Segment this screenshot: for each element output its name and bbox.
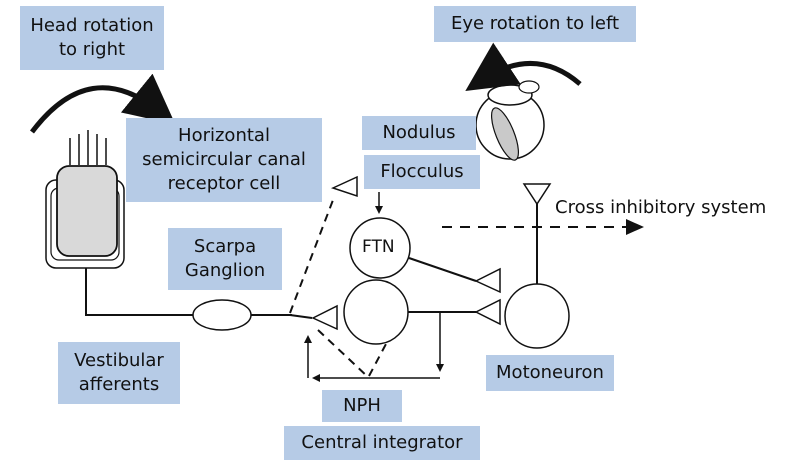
central-integrator-label: Central integrator bbox=[284, 426, 480, 460]
eye-rotation-arrow bbox=[465, 42, 582, 92]
eye-rotation-label: Eye rotation to left bbox=[434, 6, 636, 42]
nph-label: NPH bbox=[322, 390, 402, 422]
canal-receptor-label: Horizontal semicircular canal receptor c… bbox=[126, 118, 322, 202]
scarpa-ganglion-label: Scarpa Ganglion bbox=[168, 228, 282, 290]
nodulus-label: Nodulus bbox=[362, 116, 476, 150]
vn-neuron bbox=[343, 279, 409, 345]
synapse-triangle-ftn bbox=[474, 267, 501, 294]
scarpa-ganglion-body bbox=[192, 299, 252, 331]
head-rotation-label: Head rotation to right bbox=[20, 6, 164, 70]
eye-drawing bbox=[475, 80, 545, 161]
ftn-neuron bbox=[349, 217, 411, 279]
synapse-triangle-eye bbox=[522, 183, 552, 206]
synapse-triangle-flocculus bbox=[330, 175, 358, 198]
head-rotation-arrow bbox=[30, 73, 176, 134]
nph-dashed-path bbox=[317, 329, 369, 378]
ftn-label: FTN bbox=[362, 237, 395, 257]
flocculus-label: Flocculus bbox=[364, 155, 480, 189]
synapse-triangle-vn-motor bbox=[474, 298, 501, 326]
motoneuron-label: Motoneuron bbox=[486, 355, 614, 391]
vestibular-afferents-label: Vestibular afferents bbox=[58, 342, 180, 404]
afferent-line bbox=[85, 268, 193, 316]
synapse-triangle-vn bbox=[311, 304, 338, 331]
cross-inhibitory-label: Cross inhibitory system bbox=[555, 197, 767, 218]
hair-cell-receptor bbox=[45, 130, 125, 269]
flocculus-dashed-path bbox=[289, 199, 334, 314]
motoneuron-cell bbox=[504, 283, 570, 349]
